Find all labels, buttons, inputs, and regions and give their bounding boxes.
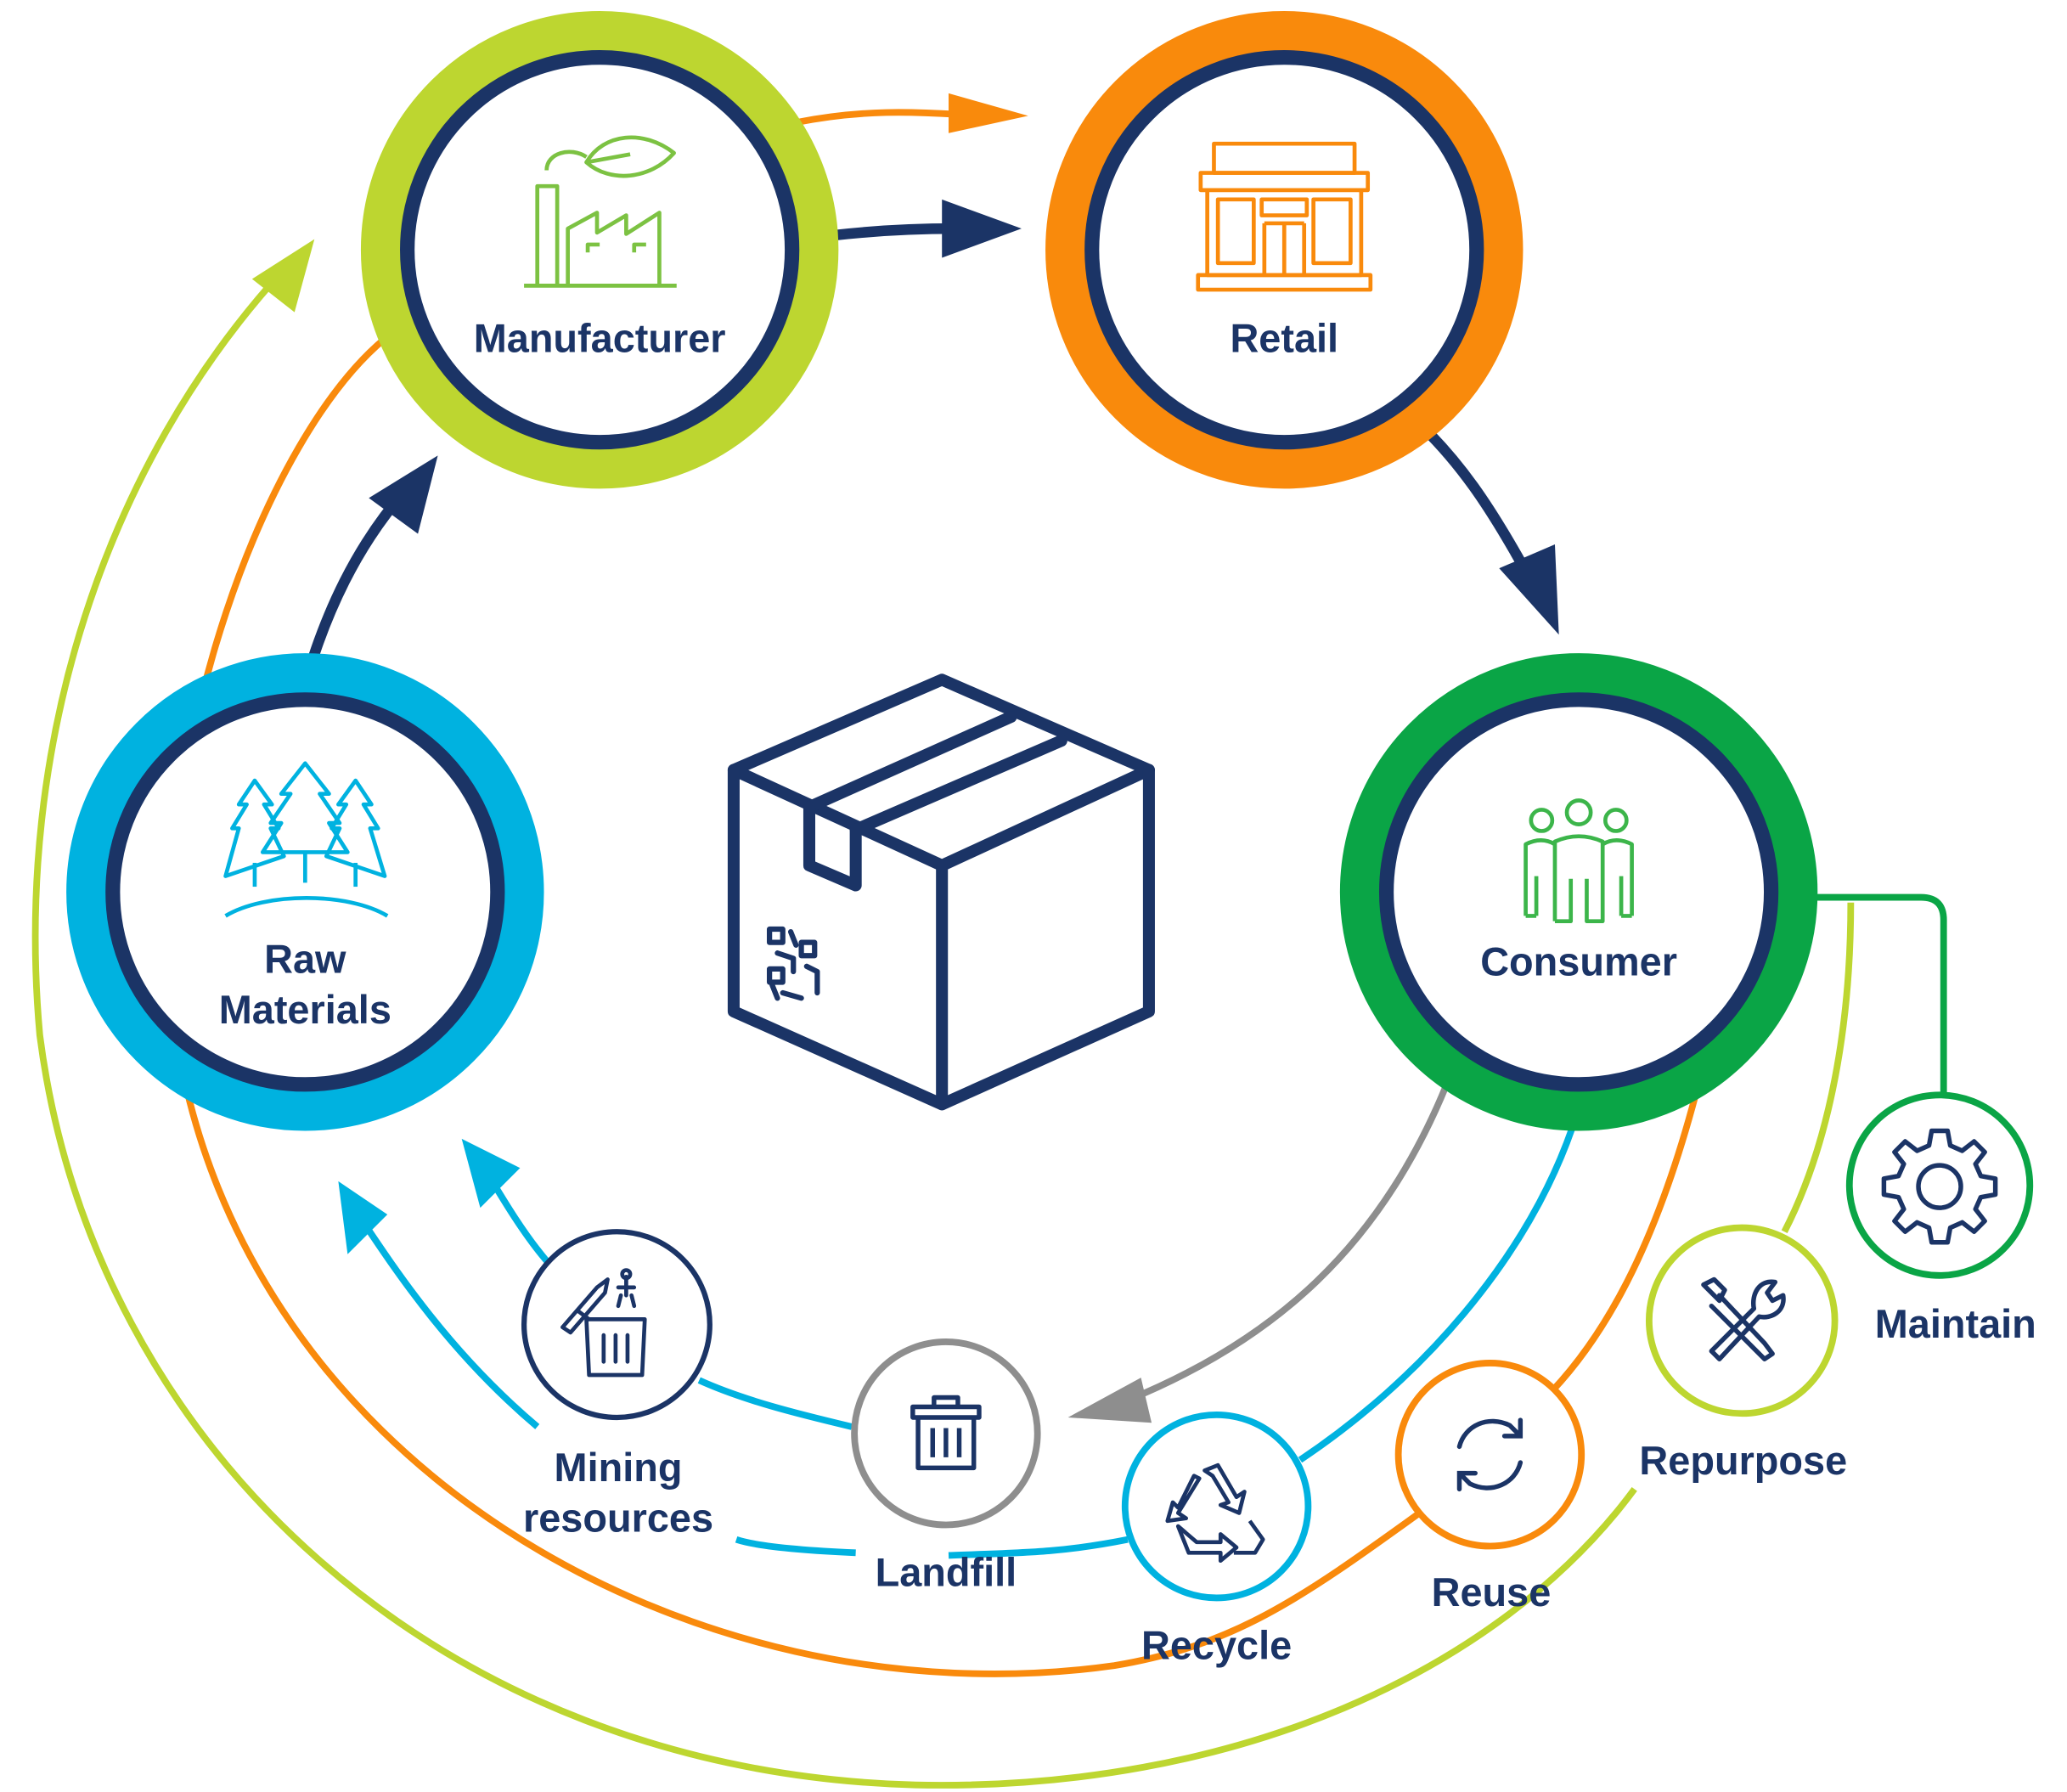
- factory-leaf-icon: [524, 135, 677, 288]
- maintain-label: Maintain: [1875, 1302, 2036, 1346]
- package-box-qr-icon: [727, 673, 1155, 1111]
- retail-node: Retail: [1045, 10, 1523, 489]
- consumer-to-landfill-line: [1126, 1084, 1450, 1404]
- manufacturer-label: Manufacturer: [474, 316, 726, 360]
- mining-to-raw-arrowhead: [461, 1138, 521, 1209]
- reuse-return-top: [795, 109, 959, 127]
- retail-label: Retail: [1230, 316, 1338, 360]
- raw-materials-node: Raw Materials: [66, 653, 544, 1131]
- consumer-to-recycle-line: [1298, 1127, 1575, 1463]
- consumer-label: Consumer: [1480, 940, 1677, 984]
- landfill-label: Landfill: [876, 1550, 1017, 1594]
- repurpose-return-arrowhead: [251, 239, 315, 313]
- recycle-label: Recycle: [1141, 1623, 1292, 1667]
- consumer-to-landfill-arrowhead: [1067, 1378, 1152, 1423]
- mining-node: Mining resources: [521, 1229, 713, 1540]
- retail-to-consumer-arrowhead: [1499, 544, 1559, 635]
- refresh-cycle-icon: [1456, 1417, 1523, 1492]
- maintain-node: Maintain: [1845, 1091, 2036, 1346]
- landfill-to-mining-short-line: [697, 1377, 853, 1430]
- mining-label-line2: resources: [523, 1496, 713, 1540]
- reuse-label: Reuse: [1432, 1570, 1552, 1614]
- reuse-return-arrowhead: [949, 93, 1028, 133]
- trees-icon: [223, 761, 389, 918]
- manufacturer-to-retail-arrowhead: [942, 199, 1022, 258]
- reuse-return-loop: [166, 335, 1422, 1677]
- recycle-icon: [1165, 1462, 1265, 1564]
- wrench-screwdriver-icon: [1701, 1276, 1786, 1361]
- repurpose-return-loop: [31, 270, 1637, 1789]
- mining-bin-icon: [560, 1268, 647, 1378]
- landfill-to-mining-line: [735, 1536, 856, 1557]
- mining-return-arrowhead: [338, 1181, 388, 1254]
- raw-materials-label-line1: Raw: [264, 938, 346, 982]
- landfill-node: Landfill: [851, 1338, 1041, 1594]
- raw-materials-label-line2: Materials: [219, 988, 391, 1032]
- consumer-node: Consumer: [1339, 653, 1818, 1131]
- mining-return-to-raw-line: [355, 1212, 540, 1429]
- storefront-icon: [1196, 141, 1373, 292]
- manufacturer-node: Manufacturer: [360, 10, 839, 489]
- mining-label-line1: Mining: [555, 1445, 683, 1490]
- repurpose-label: Repurpose: [1639, 1439, 1847, 1483]
- consumer-to-maintain-line: [1811, 893, 1947, 1093]
- consumer-to-repurpose-line: [1781, 902, 1855, 1234]
- raw-to-manufacturer-arrowhead: [369, 455, 438, 534]
- repurpose-node: Repurpose: [1639, 1224, 1847, 1483]
- consumer-to-reuse-line: [1549, 1094, 1699, 1394]
- people-group-icon: [1523, 798, 1634, 924]
- recycle-to-landfill-line: [948, 1536, 1129, 1559]
- trash-bin-icon: [910, 1395, 982, 1471]
- gear-icon: [1881, 1128, 1998, 1245]
- reuse-node: Reuse: [1394, 1360, 1585, 1614]
- recycle-node: Recycle: [1121, 1411, 1312, 1667]
